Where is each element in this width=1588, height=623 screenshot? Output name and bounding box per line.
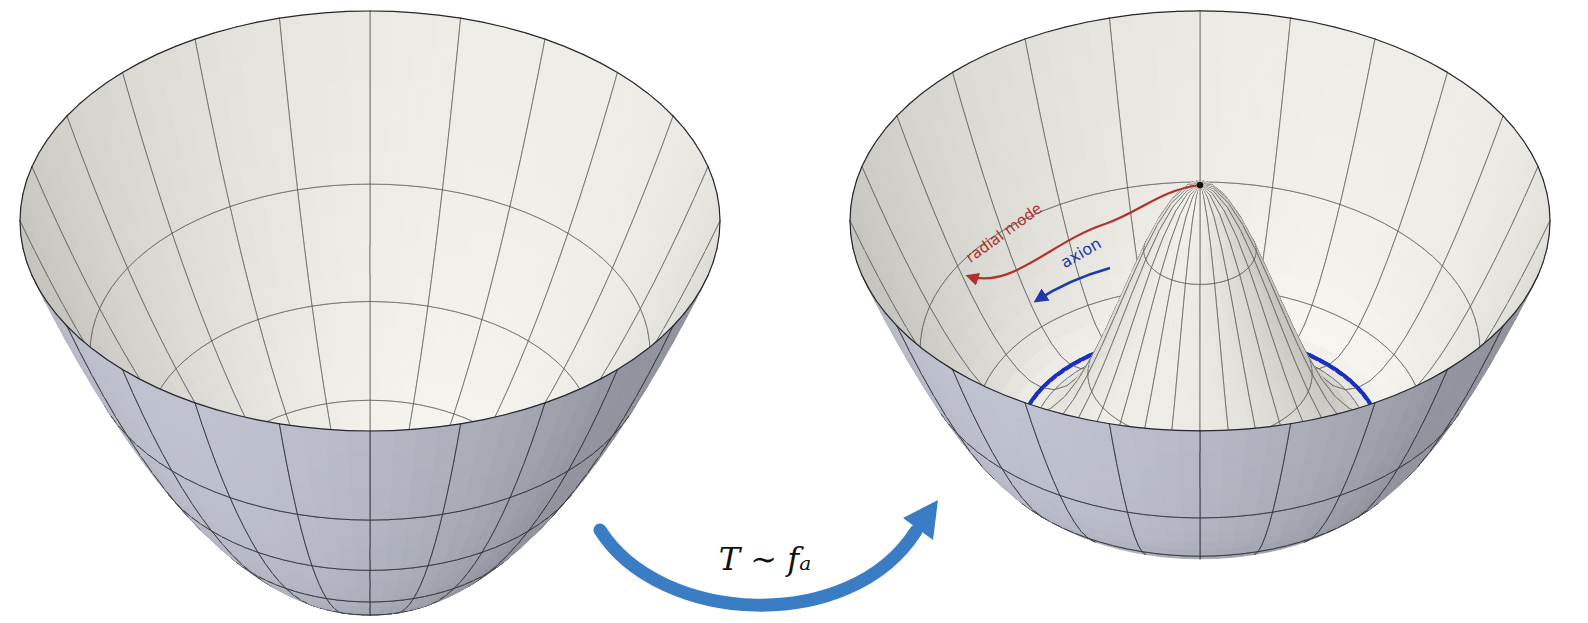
figure-stage: radial modeaxionT ∼ fₐ (0, 0, 1588, 623)
